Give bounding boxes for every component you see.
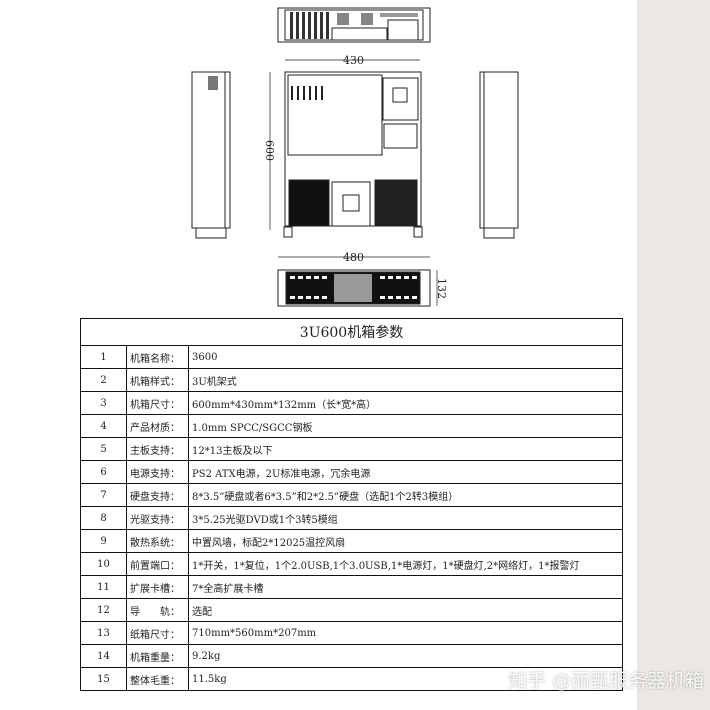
row-value: 3*5.25光驱DVD或1个3转5模组 xyxy=(188,506,623,530)
row-label: 整体毛重： xyxy=(126,667,189,691)
row-label: 导 轨： xyxy=(126,598,189,622)
row-number: 14 xyxy=(80,644,127,668)
row-label: 前置端口： xyxy=(126,552,189,576)
row-label: 电源支持： xyxy=(126,460,189,484)
row-label: 机箱重量： xyxy=(126,644,189,668)
row-number: 12 xyxy=(80,598,127,622)
row-value: 600mm*430mm*132mm（长*宽*高） xyxy=(188,391,623,415)
document-page: 430 600 480 132 xyxy=(0,0,637,710)
dim-132-label: 132 xyxy=(435,278,448,299)
left-side-view-drawing xyxy=(191,71,231,239)
row-number: 4 xyxy=(80,414,127,438)
row-number: 1 xyxy=(80,345,127,369)
row-label: 光驱支持： xyxy=(126,506,189,530)
row-label: 机箱名称： xyxy=(126,345,189,369)
row-label: 机箱样式： xyxy=(126,368,189,392)
row-label: 散热系统： xyxy=(126,529,189,553)
chassis-technical-drawings: 430 600 480 132 xyxy=(191,7,519,307)
row-number: 10 xyxy=(80,552,127,576)
row-value: 选配 xyxy=(188,598,623,622)
watermark: 知乎 @丽甄服务器机箱 xyxy=(508,670,705,692)
top-view-drawing: 430 600 xyxy=(263,54,423,238)
row-value: 7*全高扩展卡槽 xyxy=(188,575,623,599)
row-number: 8 xyxy=(80,506,127,530)
row-label: 纸箱尺寸： xyxy=(126,621,189,645)
row-value: 8*3.5”硬盘或者6*3.5”和2*2.5”硬盘（选配1个2转3模组） xyxy=(188,483,623,507)
right-side-view-drawing xyxy=(479,71,519,239)
row-number: 15 xyxy=(80,667,127,691)
row-number: 5 xyxy=(80,437,127,461)
front-view-drawing: 480 132 xyxy=(277,251,448,307)
row-label: 扩展卡槽： xyxy=(126,575,189,599)
row-label: 主板支持： xyxy=(126,437,189,461)
row-label: 硬盘支持： xyxy=(126,483,189,507)
table-title: 3U600机箱参数 xyxy=(80,318,623,346)
row-number: 2 xyxy=(80,368,127,392)
row-value: 中置风墙，标配2*12025温控风扇 xyxy=(188,529,623,553)
row-label: 产品材质： xyxy=(126,414,189,438)
row-value: 3U机架式 xyxy=(188,368,623,392)
row-value: 11.5kg xyxy=(188,667,623,691)
row-value: 1*开关，1*复位，1个2.0USB,1个3.0USB,1*电源灯，1*硬盘灯,… xyxy=(188,552,623,576)
row-number: 6 xyxy=(80,460,127,484)
row-number: 11 xyxy=(80,575,127,599)
row-number: 9 xyxy=(80,529,127,553)
row-value: 710mm*560mm*207mm xyxy=(188,621,623,645)
row-value: 3600 xyxy=(188,345,623,369)
row-label: 机箱尺寸： xyxy=(126,391,189,415)
dim-600-label: 600 xyxy=(263,140,276,161)
rear-view-drawing xyxy=(277,7,431,43)
dim-480-label: 480 xyxy=(343,251,364,264)
row-number: 3 xyxy=(80,391,127,415)
row-value: 9.2kg xyxy=(188,644,623,668)
row-number: 13 xyxy=(80,621,127,645)
row-value: PS2 ATX电源，2U标准电源，冗余电源 xyxy=(188,460,623,484)
table-title-row: 3U600机箱参数 xyxy=(80,318,623,346)
row-value: 1.0mm SPCC/SGCC钢板 xyxy=(188,414,623,438)
row-number: 7 xyxy=(80,483,127,507)
row-value: 12*13主板及以下 xyxy=(188,437,623,461)
dim-430-label: 430 xyxy=(343,54,364,67)
